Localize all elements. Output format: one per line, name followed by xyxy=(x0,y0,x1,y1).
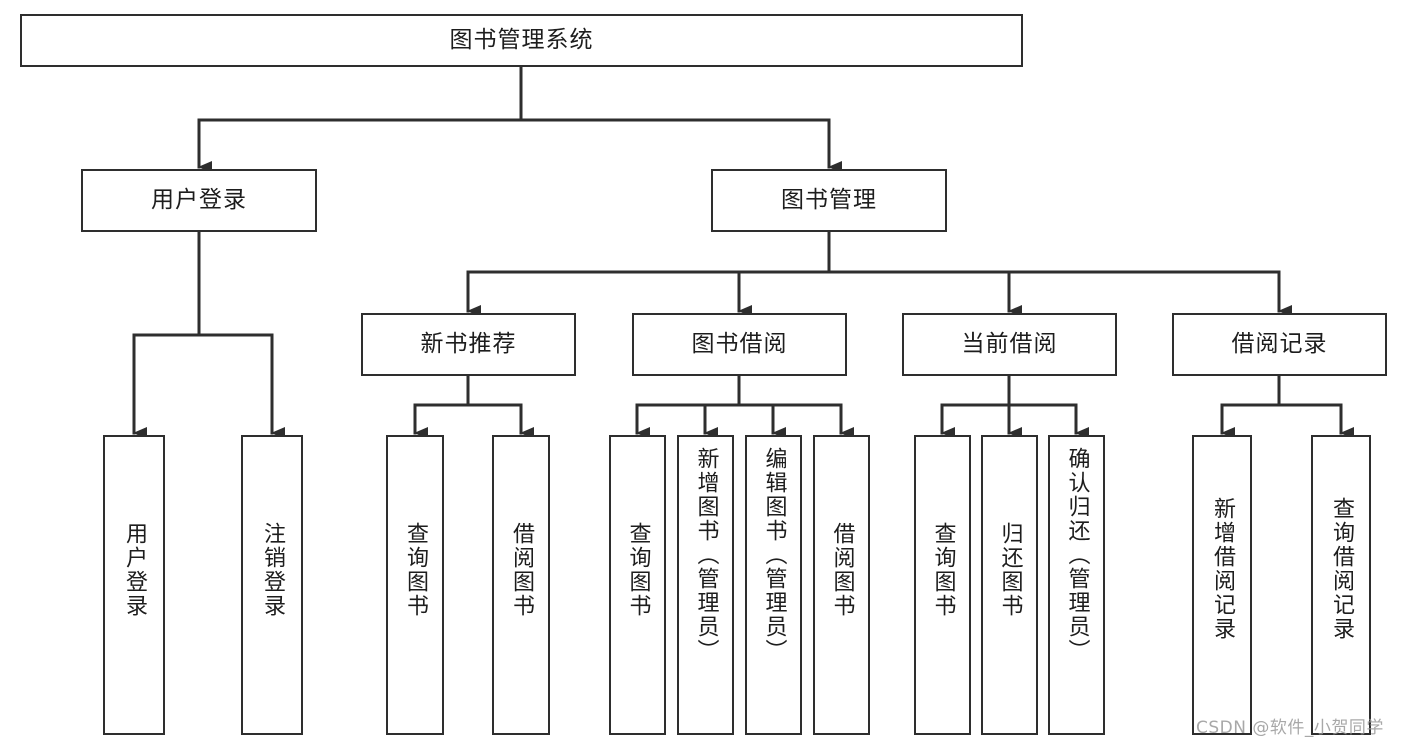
node-user-login[interactable]: 用户登录 xyxy=(81,169,317,232)
node-label: 查询借阅记录 xyxy=(1328,497,1354,641)
leaf-borrow-book-recommend[interactable]: 借阅图书 xyxy=(492,435,550,735)
leaf-add-book-admin[interactable]: 新增图书（管理员） xyxy=(677,435,734,735)
node-label: 图书借阅 xyxy=(691,330,788,357)
leaf-borrow-book[interactable]: 借阅图书 xyxy=(813,435,870,735)
node-label: 注销登录 xyxy=(259,522,285,618)
leaf-confirm-return-admin[interactable]: 确认归还（管理员） xyxy=(1048,435,1105,735)
node-label: 查询图书 xyxy=(402,522,428,618)
node-label: 编辑图书（管理员） xyxy=(761,447,787,663)
node-label: 确认归还（管理员） xyxy=(1064,447,1090,663)
node-label: 借阅图书 xyxy=(508,522,534,618)
node-label: 用户登录 xyxy=(121,522,147,618)
node-current-borrow[interactable]: 当前借阅 xyxy=(902,313,1117,376)
node-new-book-recommend[interactable]: 新书推荐 xyxy=(361,313,576,376)
node-book-borrow[interactable]: 图书借阅 xyxy=(632,313,847,376)
node-label: 当前借阅 xyxy=(961,330,1058,357)
node-label: 查询图书 xyxy=(930,522,956,618)
node-root-book-management-system[interactable]: 图书管理系统 xyxy=(20,14,1023,67)
leaf-query-book-current[interactable]: 查询图书 xyxy=(914,435,971,735)
node-label: 新增图书（管理员） xyxy=(693,447,719,663)
leaf-query-borrow-record[interactable]: 查询借阅记录 xyxy=(1311,435,1371,735)
leaf-add-borrow-record[interactable]: 新增借阅记录 xyxy=(1192,435,1252,735)
node-label: 图书管理系统 xyxy=(449,26,594,53)
node-label: 新书推荐 xyxy=(420,330,517,357)
leaf-logout[interactable]: 注销登录 xyxy=(241,435,303,735)
node-book-management[interactable]: 图书管理 xyxy=(711,169,947,232)
leaf-edit-book-admin[interactable]: 编辑图书（管理员） xyxy=(745,435,802,735)
node-label: 借阅记录 xyxy=(1231,330,1328,357)
leaf-query-book-borrow[interactable]: 查询图书 xyxy=(609,435,666,735)
node-label: 用户登录 xyxy=(151,186,247,213)
leaf-return-book[interactable]: 归还图书 xyxy=(981,435,1038,735)
leaf-query-book-recommend[interactable]: 查询图书 xyxy=(386,435,444,735)
node-label: 归还图书 xyxy=(997,522,1023,618)
node-label: 图书管理 xyxy=(781,186,877,213)
node-label: 查询图书 xyxy=(625,522,651,618)
node-label: 新增借阅记录 xyxy=(1209,497,1235,641)
node-label: 借阅图书 xyxy=(829,522,855,618)
node-borrow-record[interactable]: 借阅记录 xyxy=(1172,313,1387,376)
leaf-user-login[interactable]: 用户登录 xyxy=(103,435,165,735)
